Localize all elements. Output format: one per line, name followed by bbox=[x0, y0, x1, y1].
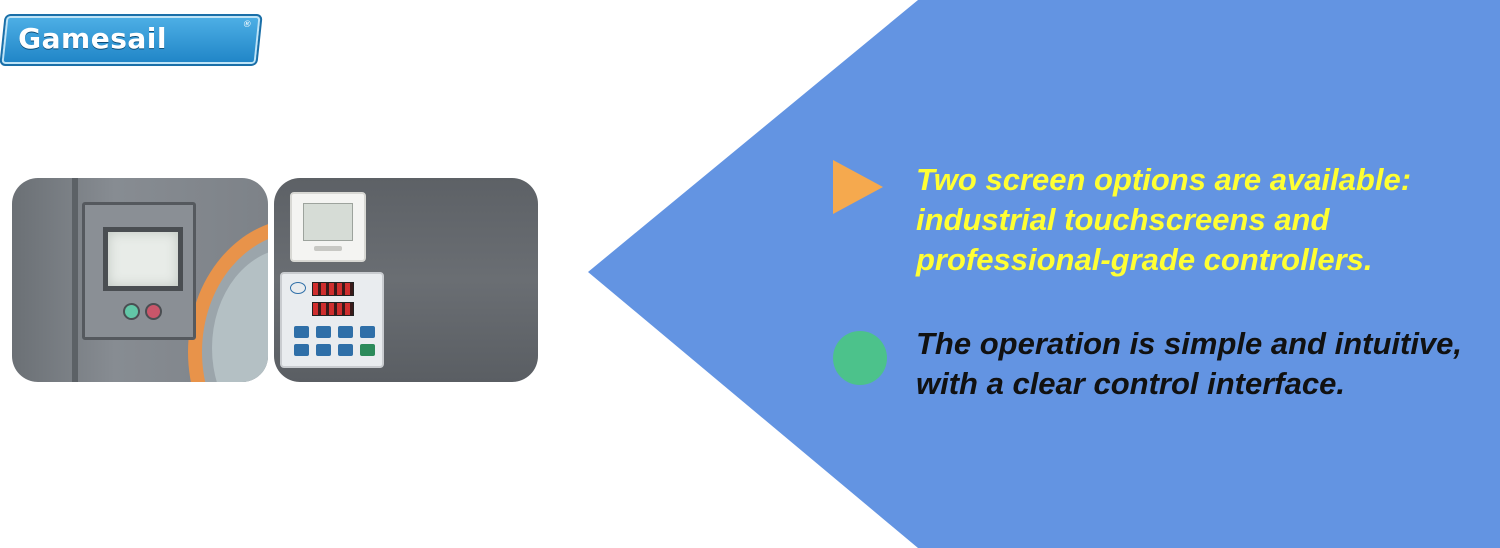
controller-key bbox=[360, 344, 375, 356]
touchscreen-display bbox=[103, 227, 183, 291]
bullet-text-operation: The operation is simple and intuitive, w… bbox=[916, 326, 1463, 401]
controller-key bbox=[316, 326, 331, 338]
red-button bbox=[145, 303, 162, 320]
bullet-text-screen-options: Two screen options are available: indust… bbox=[916, 162, 1412, 277]
thermostat-bar bbox=[314, 246, 342, 251]
controller-key bbox=[316, 344, 331, 356]
controller-photo bbox=[274, 178, 538, 382]
controller-key bbox=[338, 326, 353, 338]
logo-text: Gamesail bbox=[18, 22, 167, 55]
controller-logo-icon bbox=[290, 282, 306, 294]
circle-bullet-icon bbox=[833, 331, 887, 385]
led-display-top bbox=[312, 282, 354, 296]
triangle-bullet-icon bbox=[833, 160, 883, 214]
controller-key bbox=[360, 326, 375, 338]
machine-seam bbox=[72, 178, 78, 382]
thermostat-screen bbox=[303, 203, 353, 241]
controller-key bbox=[294, 326, 309, 338]
controller-unit bbox=[280, 272, 384, 368]
gamesail-logo: Gamesail ® bbox=[0, 14, 263, 66]
controller-key bbox=[294, 344, 309, 356]
led-display-bottom bbox=[312, 302, 354, 316]
controller-key bbox=[338, 344, 353, 356]
touchscreen-photo bbox=[12, 178, 268, 382]
touchscreen-panel bbox=[82, 202, 196, 340]
thermostat bbox=[290, 192, 366, 262]
registered-mark: ® bbox=[242, 20, 253, 30]
green-button bbox=[123, 303, 140, 320]
